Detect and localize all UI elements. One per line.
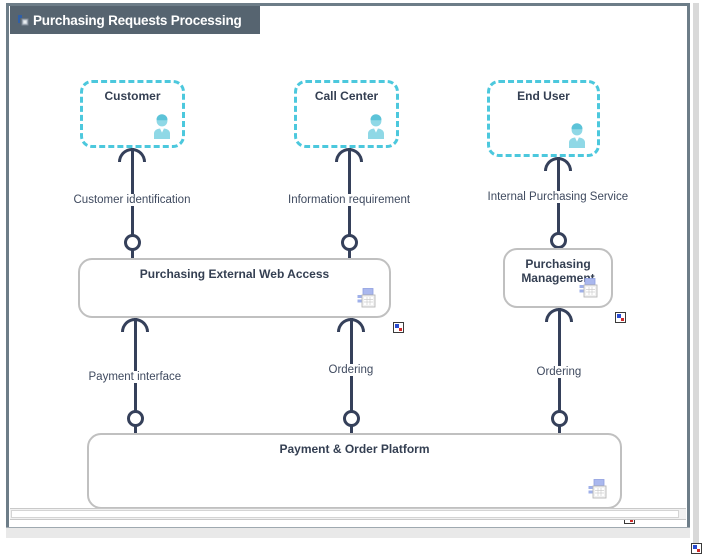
connector-line-internal-purchasing-service[interactable]	[557, 157, 560, 258]
horizontal-scrollbar[interactable]	[10, 508, 686, 520]
business-actor-icon	[565, 123, 589, 149]
required-interface-socket-internal-purchasing-service[interactable]	[544, 157, 572, 171]
provided-interface-ball-internal-purchasing-service[interactable]	[549, 232, 567, 249]
actor-label-customer: Customer	[104, 89, 161, 103]
application-component-icon	[357, 288, 379, 308]
business-actor-icon	[150, 114, 174, 140]
connector-label-payment-interface: Payment interface	[85, 371, 185, 383]
provided-interface-ball-information-requirement[interactable]	[340, 234, 358, 251]
horizontal-scrollbar-thumb[interactable]	[11, 510, 679, 518]
diagram-canvas[interactable]: Customer identification Information requi…	[10, 7, 686, 526]
nested-relation-badge	[691, 543, 702, 554]
connector-label-ordering-management: Ordering	[533, 366, 585, 378]
provided-interface-ball-ordering-web[interactable]	[342, 410, 360, 427]
view-title-bar[interactable]: Purchasing Requests Processing	[10, 6, 260, 34]
component-box-purchasing-external-web-access[interactable]: Purchasing External Web Access	[78, 258, 391, 318]
application-component-icon	[579, 278, 601, 298]
component-box-purchasing-management[interactable]: Purchasing Management	[503, 248, 613, 308]
component-box-payment-order-platform[interactable]: Payment & Order Platform	[87, 433, 622, 509]
view-title-text: Purchasing Requests Processing	[33, 12, 242, 28]
component-label-purchasing-external-web-access: Purchasing External Web Access	[139, 267, 330, 281]
required-interface-socket-information-requirement[interactable]	[335, 148, 363, 162]
provided-interface-ball-ordering-management[interactable]	[550, 410, 568, 427]
connector-label-customer-identification: Customer identification	[70, 194, 194, 206]
required-interface-socket-payment-interface[interactable]	[121, 318, 149, 332]
provided-interface-ball-customer-identification[interactable]	[123, 234, 141, 251]
status-strip	[6, 527, 690, 538]
required-interface-socket-ordering-management[interactable]	[545, 308, 573, 322]
application-component-icon	[588, 479, 610, 499]
actor-label-end-user: End User	[517, 89, 570, 103]
required-interface-socket-customer-identification[interactable]	[118, 148, 146, 162]
component-label-purchasing-management: Purchasing Management	[521, 257, 595, 285]
connector-label-ordering-web: Ordering	[325, 364, 377, 376]
connector-label-internal-purchasing-service: Internal Purchasing Service	[484, 191, 632, 203]
window-bottom-shadow	[6, 545, 696, 549]
nested-relation-badge-purchasing-management	[615, 312, 626, 323]
required-interface-socket-ordering-web[interactable]	[337, 318, 365, 332]
business-actor-icon	[364, 114, 388, 140]
nested-relation-badge-purchasing-external-web-access	[393, 322, 404, 333]
archimate-view-icon	[16, 13, 30, 27]
component-label-payment-order-platform: Payment & Order Platform	[279, 442, 430, 456]
actor-label-call-center: Call Center	[314, 89, 379, 103]
diagram-surface: Customer identification Information requi…	[10, 7, 686, 526]
actor-box-call-center[interactable]: Call Center	[294, 80, 399, 148]
window-right-shadow	[693, 3, 699, 545]
provided-interface-ball-payment-interface[interactable]	[126, 410, 144, 427]
connector-label-information-requirement: Information requirement	[285, 194, 414, 206]
actor-box-customer[interactable]: Customer	[80, 80, 185, 148]
connector-line-ordering-web[interactable]	[350, 318, 353, 436]
actor-box-end-user[interactable]: End User	[487, 80, 600, 157]
